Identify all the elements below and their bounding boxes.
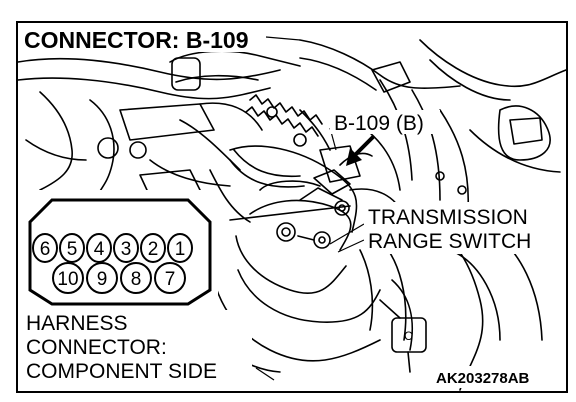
diagram-title: CONNECTOR: B-109 xyxy=(24,27,249,53)
connector-pin xyxy=(86,262,118,294)
connector-pin-number: 9 xyxy=(97,269,108,290)
connector-pin-number: 4 xyxy=(94,239,105,260)
part-code-backdrop xyxy=(432,366,562,388)
harness-label-line3: COMPONENT SIDE xyxy=(26,360,217,383)
connector-pin-number: 8 xyxy=(131,269,142,290)
connector-pin-number: 2 xyxy=(148,239,159,260)
switch-label-line2: RANGE SWITCH xyxy=(368,230,531,253)
leader-lines xyxy=(255,36,365,381)
switch-label-line1: TRANSMISSION xyxy=(368,206,528,229)
connector-pin-number: 5 xyxy=(67,239,78,260)
switch-label-backdrop xyxy=(364,202,554,254)
connector-pin xyxy=(154,262,186,294)
connector-pin xyxy=(52,262,84,294)
part-code: AK203278AB xyxy=(436,370,530,387)
connector-pin-number: 7 xyxy=(165,269,176,290)
connector-pin xyxy=(140,233,166,263)
connector-pointer-arrow xyxy=(346,134,376,166)
callout-backdrop xyxy=(330,110,440,134)
connector-pin xyxy=(113,233,139,263)
connector-pin-number: 1 xyxy=(175,239,186,260)
connector-pin xyxy=(167,233,193,263)
connector-id-label: B-109 (B) xyxy=(334,112,424,135)
connector-pin-number: 6 xyxy=(40,239,51,260)
part-letter-label: C xyxy=(404,329,413,343)
connector-pin-number: 3 xyxy=(121,239,132,260)
harness-label-backdrop xyxy=(22,310,252,382)
connector-pin xyxy=(86,233,112,263)
connector-pin-number: 10 xyxy=(57,269,78,290)
harness-label-line2: CONNECTOR: xyxy=(26,336,167,359)
title-backdrop xyxy=(20,26,266,52)
connector-pin xyxy=(32,233,58,263)
harness-label-line1: HARNESS xyxy=(26,312,128,335)
connector-pin xyxy=(59,233,85,263)
connector-bottom-row: 10 9 8 7 xyxy=(52,262,186,294)
connector-pin xyxy=(120,262,152,294)
